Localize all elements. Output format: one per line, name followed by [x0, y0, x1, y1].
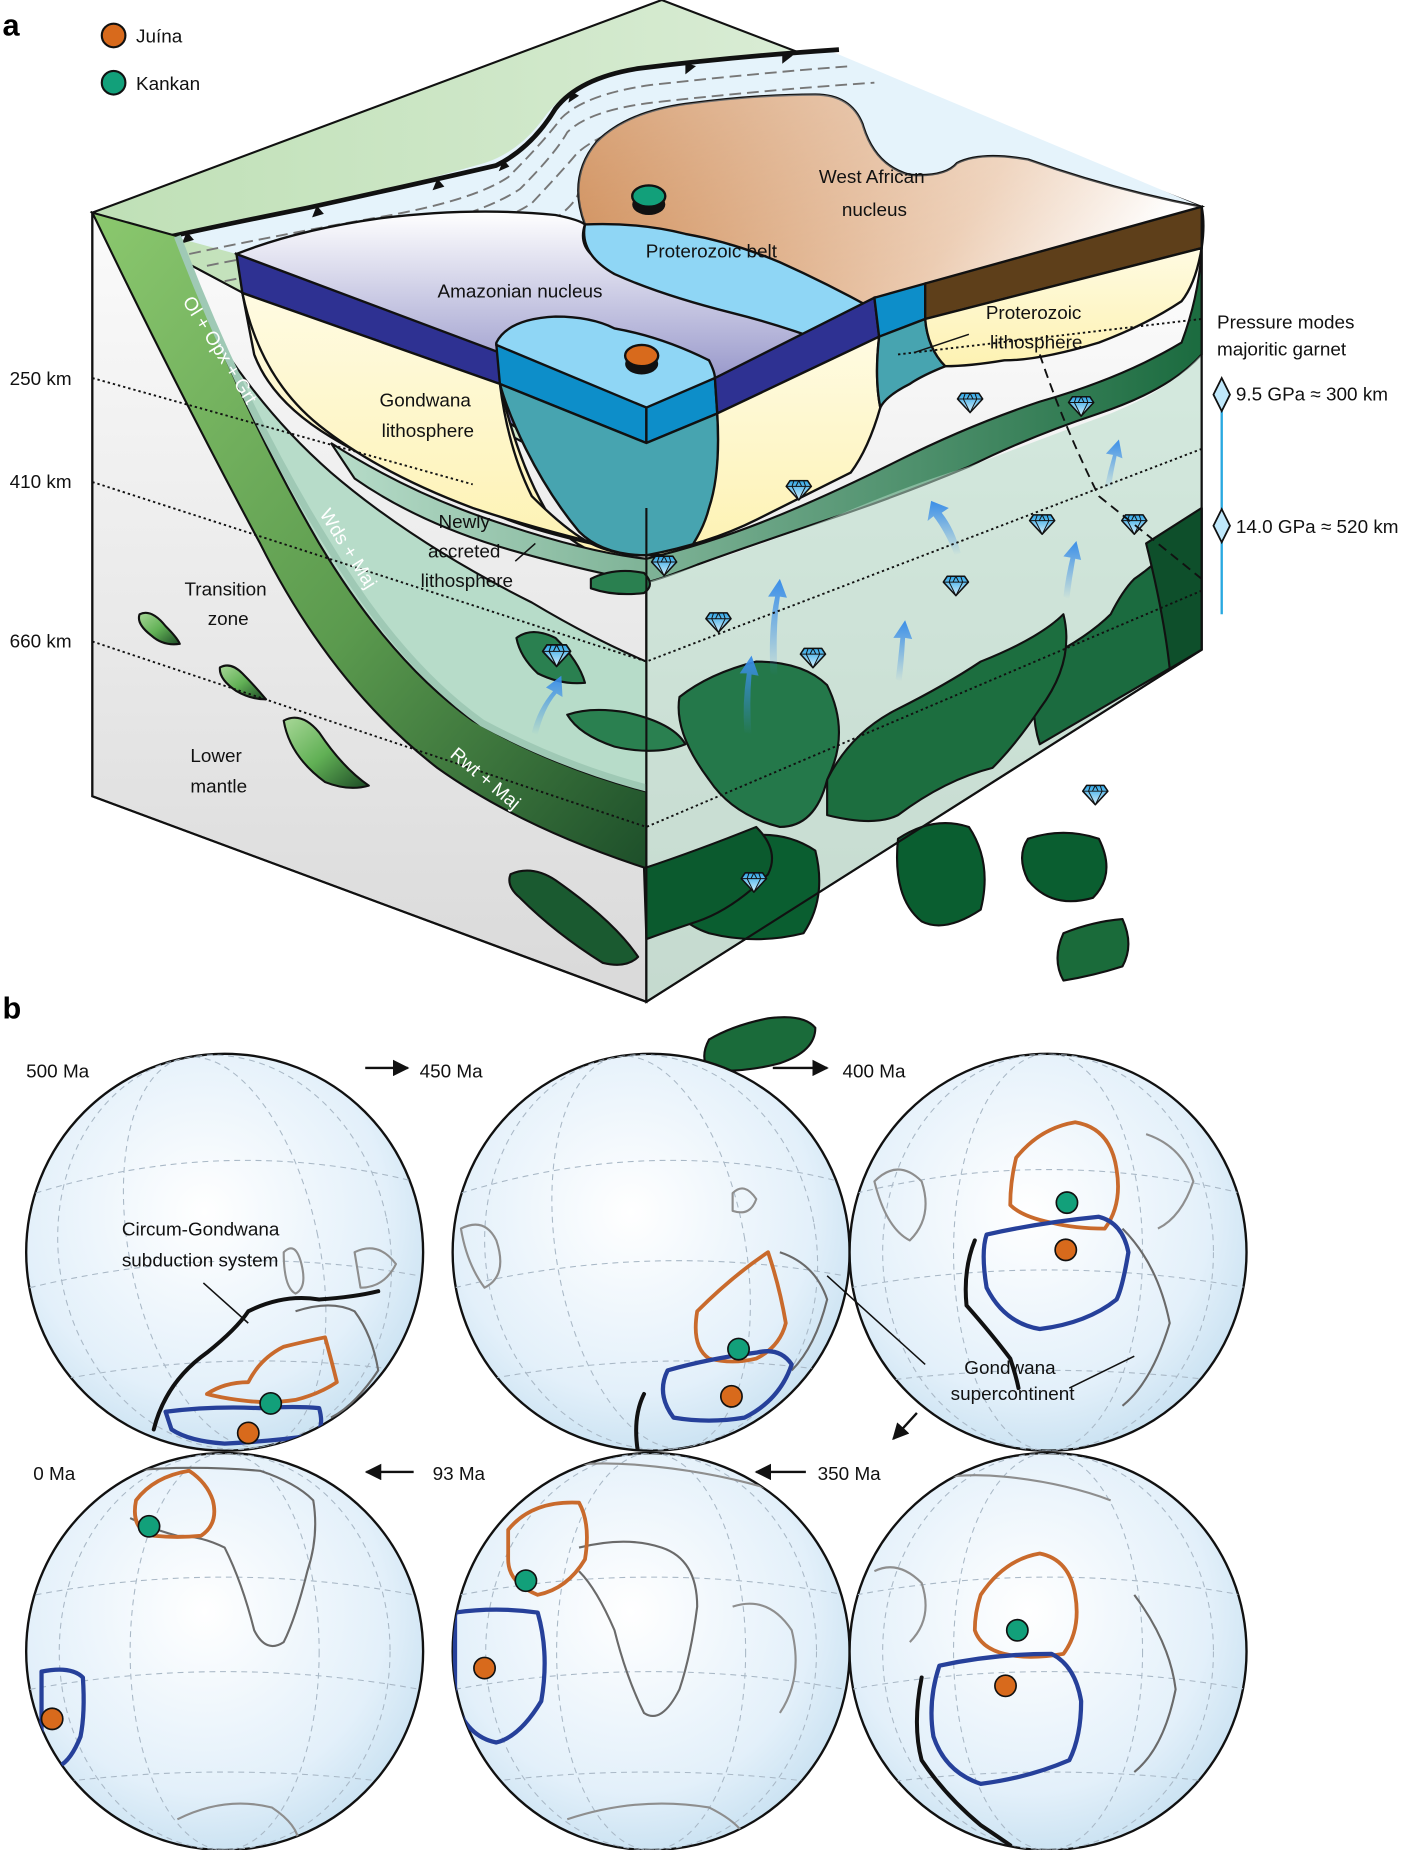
- juina-marker-icon: [100, 22, 127, 49]
- diamond-icon: [1081, 784, 1109, 806]
- label-lower-mantle: Lower mantle: [190, 746, 247, 798]
- kankan-location-marker: [631, 184, 667, 216]
- time-label-350ma: 350 Ma: [818, 1464, 882, 1485]
- globe-93ma: [451, 1451, 851, 1850]
- leader-proterozoic-lithosphere: [915, 333, 970, 353]
- depth-label-410: 410 km: [10, 472, 72, 493]
- descending-slab: [90, 210, 648, 870]
- depth-lines: [92, 318, 1203, 828]
- annotation-subduction: Circum-Gondwana subduction system: [122, 1220, 285, 1272]
- pressure-scale: Pressure modes majoritic garnet 9.5 GPa …: [1212, 312, 1399, 615]
- time-label-93ma: 93 Ma: [433, 1464, 486, 1485]
- legend-label-kankan: Kankan: [136, 74, 200, 95]
- time-label-400ma: 400 Ma: [842, 1061, 906, 1082]
- leader-newly-accreted: [514, 542, 536, 562]
- subduction-trench: [170, 47, 840, 239]
- globe-450ma: [451, 1052, 851, 1452]
- pressure-scale-title: Pressure modes majoritic garnet: [1217, 312, 1360, 360]
- leader-supercontinent-right: [1068, 1355, 1135, 1389]
- label-transition-zone: Transition zone: [184, 579, 272, 630]
- boundary-dashed-line: [1038, 354, 1203, 580]
- pressure-mode-label-1: 9.5 GPa ≈ 300 km: [1236, 384, 1388, 405]
- label-amazonian-nucleus: Amazonian nucleus: [438, 282, 603, 303]
- label-gondwana-lithosphere: Gondwana lithosphere: [380, 390, 477, 442]
- left-face-fragments: [137, 569, 687, 966]
- depth-line-250: [92, 377, 473, 486]
- up-arrow-icon: [927, 500, 961, 556]
- up-arrow-icon: [768, 578, 787, 676]
- legend-item-kankan: Kankan: [100, 69, 200, 96]
- legend: Juína Kankan: [100, 22, 200, 96]
- leader-subduction: [202, 1282, 249, 1324]
- annotation-supercontinent: Gondwana supercontinent: [951, 1358, 1076, 1405]
- globe-350ma: [848, 1451, 1248, 1850]
- trench-teeth: [182, 51, 793, 244]
- proterozoic-lithosphere: [923, 246, 1204, 368]
- label-newly-accreted: Newly accreted lithosphere: [421, 512, 513, 592]
- panel-a: a Juína Kankan: [3, 0, 1399, 1072]
- up-arrow-icon: [531, 675, 563, 735]
- pressure-mode-diamond-icon: [1212, 376, 1231, 414]
- up-arrow-icon: [1063, 541, 1082, 599]
- time-label-0ma: 0 Ma: [33, 1464, 75, 1485]
- panel-b-letter: b: [3, 990, 22, 1025]
- leader-supercontinent-left: [826, 1275, 926, 1366]
- pressure-mode-label-2: 14.0 GPa ≈ 520 km: [1236, 517, 1399, 538]
- panel-b: b: [3, 990, 1248, 1850]
- globe-400ma: [848, 1052, 1248, 1452]
- proterozoic-patch-juina: [495, 315, 717, 415]
- label-proterozoic-lithosphere: Proterozoic lithosphere: [986, 303, 1087, 354]
- depth-label-250: 250 km: [10, 369, 72, 390]
- legend-label-juina: Juína: [136, 27, 183, 48]
- panel-a-letter: a: [3, 7, 21, 42]
- up-arrow-icon: [739, 655, 759, 735]
- up-arrow-icon: [893, 620, 913, 682]
- time-label-500ma: 500 Ma: [26, 1061, 90, 1082]
- upwelling-arrows: [531, 439, 1123, 735]
- globe-500ma: [24, 1052, 425, 1452]
- arrow-down-left-icon: [892, 1412, 918, 1441]
- up-arrow-icon: [1104, 439, 1123, 490]
- depth-line-410: [92, 448, 1202, 663]
- depth-label-660: 660 km: [10, 631, 72, 652]
- label-proterozoic-belt: Proterozoic belt: [646, 242, 778, 263]
- legend-item-juina: Juína: [100, 22, 183, 49]
- time-label-450ma: 450 Ma: [420, 1061, 484, 1082]
- label-west-african: West African nucleus: [819, 167, 930, 221]
- globe-0ma: [25, 1451, 425, 1850]
- gondwana-lithosphere-main: [240, 291, 647, 557]
- juina-location-marker: [623, 343, 660, 375]
- pressure-mode-diamond-icon: [1212, 507, 1231, 545]
- kankan-marker-icon: [100, 69, 127, 96]
